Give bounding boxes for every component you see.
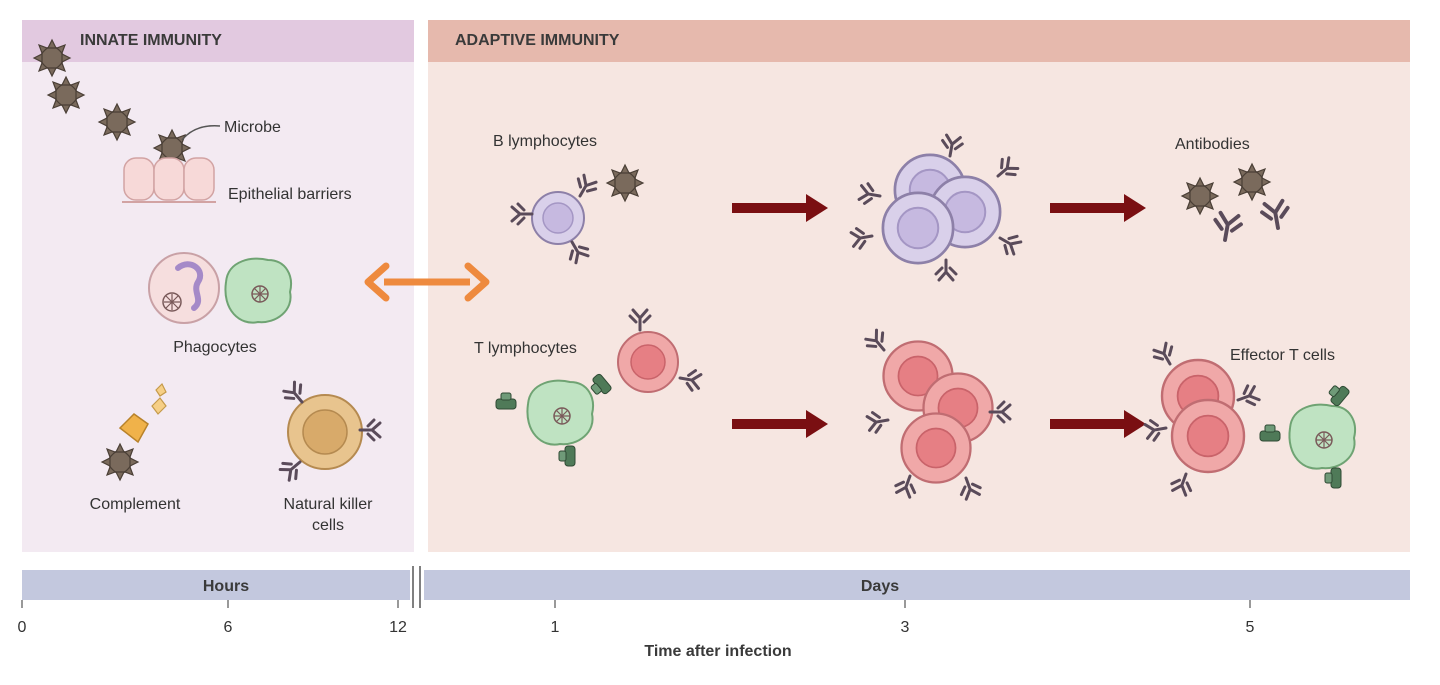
b-lymphocytes-label: B lymphocytes xyxy=(493,133,597,150)
tick-label: 5 xyxy=(1246,619,1255,636)
adaptive-title: ADAPTIVE IMMUNITY xyxy=(455,32,620,49)
innate-header xyxy=(22,20,414,62)
t-lymphocytes-label: T lymphocytes xyxy=(474,340,577,357)
nk-label-line1: Natural killer xyxy=(284,496,374,513)
phagocytes-label: Phagocytes xyxy=(173,339,257,356)
time-axis-label: Time after infection xyxy=(644,643,791,660)
days-label: Days xyxy=(861,578,899,595)
epithelial-label: Epithelial barriers xyxy=(228,186,352,203)
neutrophil-icon xyxy=(148,252,220,324)
hours-label: Hours xyxy=(203,578,249,595)
tick-label: 12 xyxy=(389,619,407,636)
tick-label: 6 xyxy=(224,619,233,636)
tick-label: 3 xyxy=(901,619,910,636)
days-bar xyxy=(424,570,1410,600)
microbe-leader-line xyxy=(181,125,221,141)
innate-title: INNATE IMMUNITY xyxy=(80,32,222,49)
tick-label: 0 xyxy=(18,619,27,636)
epithelial-barrier-icon xyxy=(122,157,216,203)
tick-label: 1 xyxy=(551,619,560,636)
complement-label: Complement xyxy=(90,496,181,513)
adaptive-header xyxy=(428,20,1410,62)
nk-label-line2: cells xyxy=(312,517,344,534)
interaction-double-arrow xyxy=(364,262,490,302)
nk-cell-icon xyxy=(276,378,382,485)
effector-label: Effector T cells xyxy=(1230,347,1335,364)
antibodies-label: Antibodies xyxy=(1175,136,1250,153)
tick-marks xyxy=(21,600,1251,608)
hours-bar xyxy=(22,570,410,600)
macrophage-icon xyxy=(224,257,293,324)
complement-icon xyxy=(101,382,167,481)
microbe-label: Microbe xyxy=(224,119,281,136)
